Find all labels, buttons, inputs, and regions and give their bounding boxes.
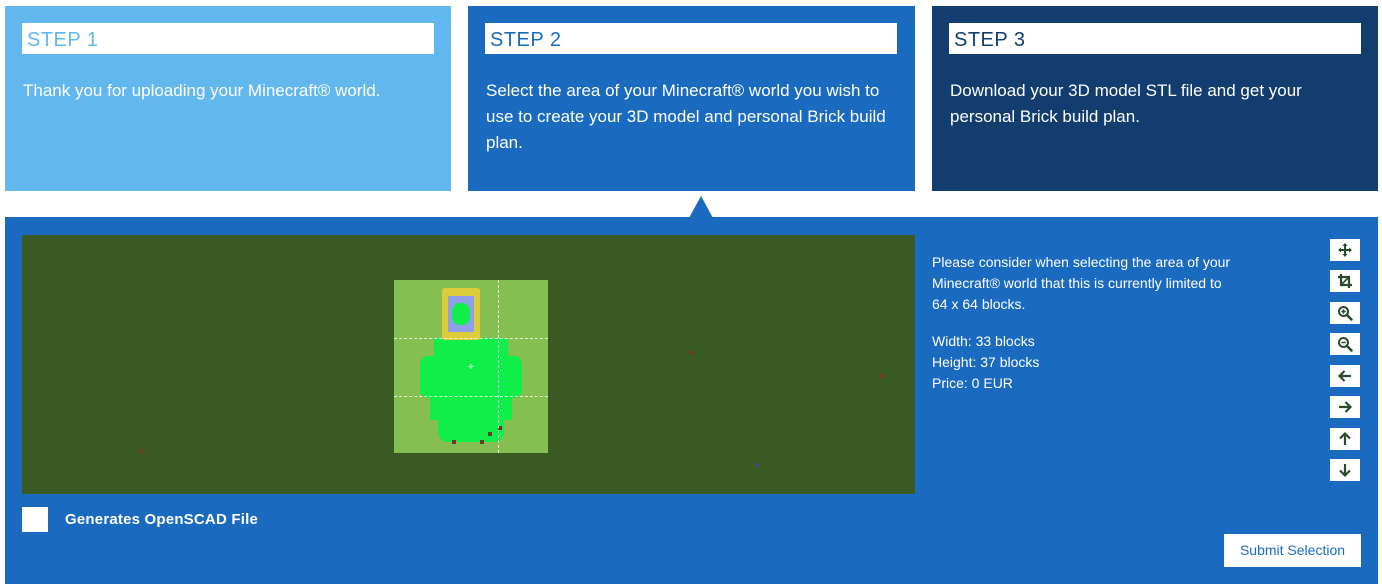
structure-tower — [442, 288, 480, 340]
pan-right-button[interactable] — [1330, 396, 1360, 418]
step-1-card: STEP 1 Thank you for uploading your Mine… — [5, 6, 451, 191]
selection-info: Please consider when selecting the area … — [932, 252, 1232, 394]
selection-guide-horizontal — [394, 396, 548, 397]
step-3-title: STEP 3 — [949, 23, 1361, 54]
zoom-out-icon — [1338, 337, 1353, 352]
area-limit-notice: Please consider when selecting the area … — [932, 254, 1231, 312]
map-block — [880, 374, 884, 378]
zoom-out-button[interactable] — [1330, 333, 1360, 355]
step-1-text: Thank you for uploading your Minecraft® … — [23, 81, 381, 100]
zoom-in-icon — [1338, 306, 1353, 321]
selection-area[interactable]: + — [394, 280, 548, 453]
zoom-in-button[interactable] — [1330, 302, 1360, 324]
selection-guide-vertical — [498, 280, 499, 453]
pan-up-button[interactable] — [1330, 428, 1360, 450]
crosshair-icon: + — [468, 362, 474, 373]
map-block — [480, 440, 484, 444]
pan-down-button[interactable] — [1330, 459, 1360, 481]
step-2-title: STEP 2 — [485, 23, 897, 54]
crop-icon — [1338, 274, 1352, 288]
map-block — [690, 351, 694, 355]
selection-panel: + Please consider when selecting the are… — [5, 217, 1378, 584]
selection-height: Height: 37 blocks — [932, 354, 1040, 370]
map-block — [498, 426, 502, 430]
active-step-pointer — [689, 196, 713, 218]
map-block — [139, 449, 143, 453]
arrow-up-icon — [1339, 431, 1351, 445]
arrow-down-icon — [1339, 464, 1351, 478]
world-map-canvas[interactable]: + — [22, 235, 915, 494]
openscad-checkbox-label: Generates OpenSCAD File — [65, 511, 258, 528]
selection-guide-horizontal — [394, 338, 548, 339]
map-block — [452, 440, 456, 444]
pan-left-button[interactable] — [1330, 365, 1360, 387]
selection-width: Width: 33 blocks — [932, 333, 1035, 349]
arrow-right-icon — [1339, 401, 1353, 413]
step-2-card: STEP 2 Select the area of your Minecraft… — [468, 6, 915, 191]
move-icon — [1338, 243, 1352, 257]
submit-selection-button[interactable]: Submit Selection — [1224, 534, 1361, 567]
arrow-left-icon — [1337, 370, 1351, 382]
step-3-card: STEP 3 Download your 3D model STL file a… — [932, 6, 1378, 191]
step-3-text: Download your 3D model STL file and get … — [950, 81, 1302, 126]
crop-button[interactable] — [1330, 270, 1360, 292]
step-1-title: STEP 1 — [22, 23, 434, 54]
structure-block — [438, 412, 504, 442]
structure-tower-core — [452, 303, 470, 325]
openscad-checkbox[interactable] — [22, 507, 48, 532]
map-block — [488, 432, 492, 436]
selection-price: Price: 0 EUR — [932, 375, 1013, 391]
move-button[interactable] — [1330, 239, 1360, 261]
step-2-text: Select the area of your Minecraft® world… — [486, 81, 886, 152]
map-block — [755, 463, 759, 467]
